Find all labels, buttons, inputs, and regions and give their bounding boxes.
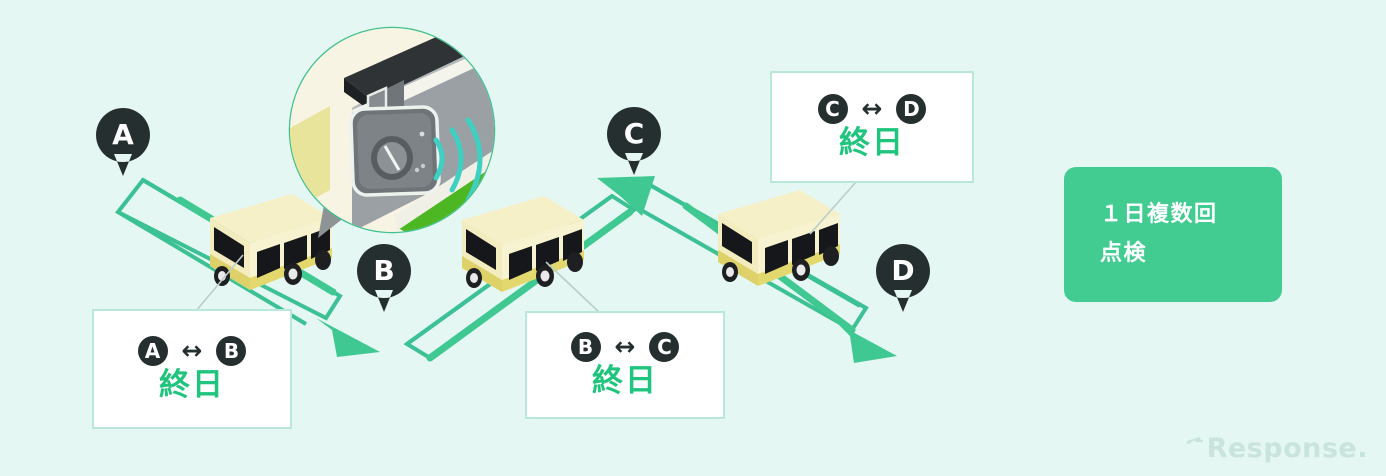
- segment-ab-from-badge: A: [137, 335, 168, 366]
- leader-bc: [545, 261, 601, 314]
- pin-shape-a: [95, 108, 150, 176]
- arrowhead-ab: [316, 318, 380, 357]
- inspection-frequency-line-1: １日複数回: [1100, 202, 1218, 227]
- stop-pin-c-label: C: [623, 117, 645, 150]
- signal-waves-icon: [433, 117, 483, 203]
- inspection-frequency-line-2: 点検: [1100, 240, 1148, 266]
- pin-shape-c: [606, 107, 661, 175]
- bus-bc: [462, 196, 584, 292]
- segment-bc-from-badge: B: [570, 331, 601, 362]
- segment-cd-to-badge: D: [896, 93, 927, 124]
- stop-pin-c[interactable]: C: [607, 107, 661, 177]
- bidirectional-arrow-icon: ↔: [861, 94, 883, 124]
- response-logo-arrow-icon: [1185, 436, 1203, 444]
- arrowhead-bc: [597, 176, 655, 216]
- pin-shape-b: [356, 244, 411, 312]
- stop-pin-b-label: B: [373, 254, 395, 287]
- stop-pin-d-label: D: [891, 254, 915, 287]
- bidirectional-arrow-icon: ↔: [181, 336, 203, 366]
- segment-ab-status: 終日: [159, 366, 225, 403]
- segment-label-bc: B ↔ C 終日: [525, 311, 725, 419]
- response-watermark: Response.: [1184, 433, 1368, 464]
- inspection-frequency-callout: １日複数回 点検: [1064, 167, 1282, 302]
- road-ab-rail-inner: [116, 210, 308, 326]
- segment-ab-to-badge: B: [216, 335, 247, 366]
- leader-cd: [809, 181, 857, 235]
- dashcam-body: [349, 105, 441, 197]
- segment-label-cd-stops: C ↔ D: [817, 93, 927, 124]
- drive-recorder-inset: [288, 26, 496, 238]
- segment-label-ab: A ↔ B 終日: [92, 309, 292, 429]
- bidirectional-arrow-icon: ↔: [614, 332, 636, 362]
- stop-pin-a-label: A: [112, 118, 134, 151]
- stop-pin-a[interactable]: A: [96, 108, 150, 178]
- stop-pin-d[interactable]: D: [876, 244, 930, 314]
- segment-label-cd: C ↔ D 終日: [770, 71, 974, 183]
- segment-cd-from-badge: C: [817, 93, 848, 124]
- pin-shapes: [95, 107, 930, 312]
- arrowhead-cd: [838, 324, 897, 363]
- route-arrowheads: [316, 176, 897, 363]
- bus-ab: [210, 194, 332, 290]
- callout-leader-lines: [195, 181, 857, 314]
- segment-cd-status: 終日: [839, 124, 905, 161]
- bus-cd: [718, 190, 840, 286]
- stop-pin-b[interactable]: B: [357, 244, 411, 314]
- segment-label-ab-stops: A ↔ B: [137, 335, 247, 366]
- response-watermark-text: Response.: [1206, 433, 1368, 464]
- stem-bc: [426, 208, 634, 362]
- segment-label-bc-stops: B ↔ C: [570, 331, 680, 362]
- segment-bc-to-badge: C: [649, 331, 680, 362]
- segment-bc-status: 終日: [592, 362, 658, 399]
- leader-ab: [195, 254, 244, 312]
- pin-shape-d: [875, 244, 930, 312]
